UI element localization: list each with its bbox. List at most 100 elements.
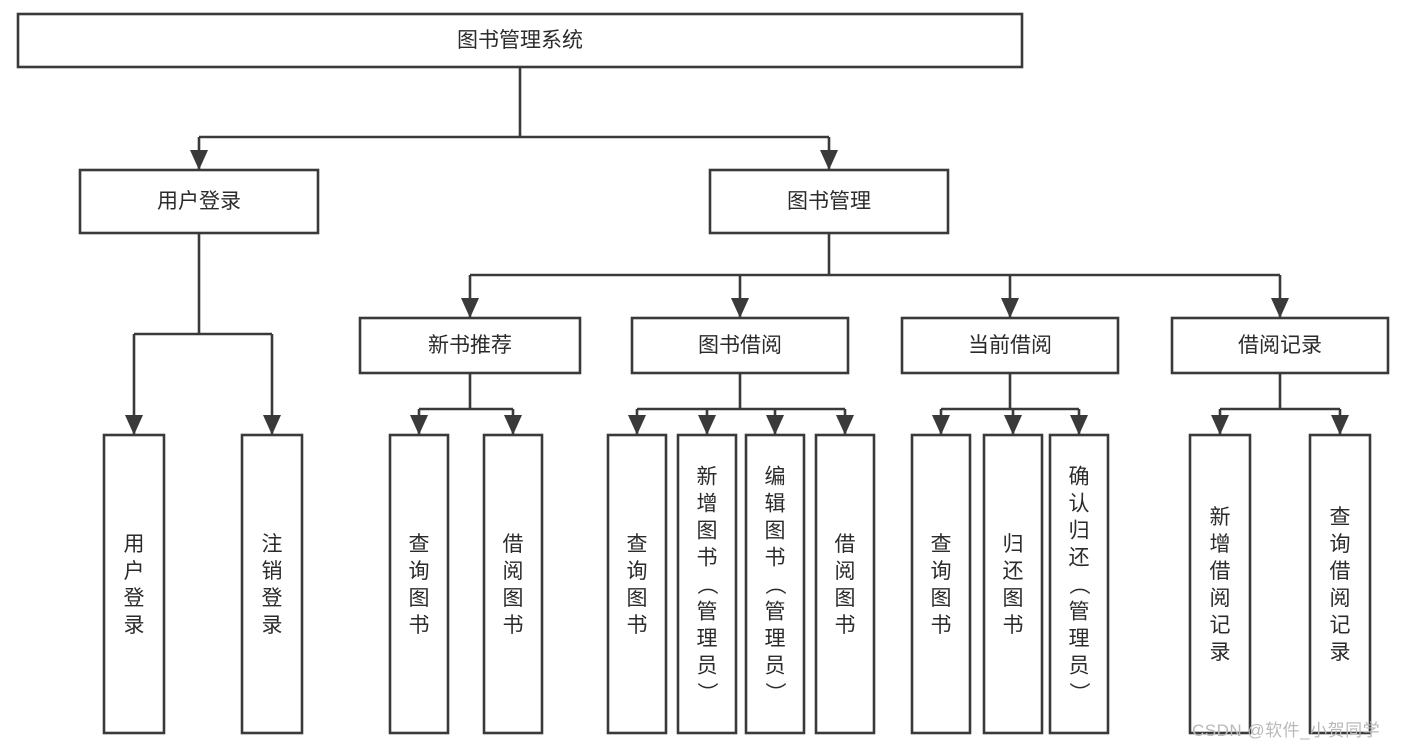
node-leaf-5-label-char: （ <box>695 574 718 595</box>
node-level3-2[interactable]: 当前借阅 <box>900 316 1120 375</box>
node-leaf-4-rect[interactable] <box>606 433 668 735</box>
node-level3-3[interactable]: 借阅记录 <box>1170 316 1390 375</box>
node-level3-2-rect[interactable] <box>900 316 1120 375</box>
node-leaf-6-label-char: ） <box>763 682 786 703</box>
node-leaf-7-rect[interactable] <box>814 433 876 735</box>
node-leaf-7-label-char: 阅 <box>835 560 856 583</box>
node-leaf-2-label-char: 询 <box>409 560 430 583</box>
arrow-head-icon <box>698 415 716 435</box>
node-leaf-4-label-char: 询 <box>627 560 648 583</box>
node-leaf-0[interactable]: 用户登录 <box>102 433 166 735</box>
connector-layer <box>125 67 1349 435</box>
node-leaf-3-rect[interactable] <box>482 433 544 735</box>
node-leaf-10-label-char: 归 <box>1069 520 1090 543</box>
node-leaf-9-rect[interactable] <box>982 433 1044 735</box>
node-leaf-1-label-char: 销 <box>262 560 283 583</box>
node-level3-1-label: 图书借阅 <box>698 334 782 357</box>
node-leaf-12-label-char: 借 <box>1330 560 1351 583</box>
node-leaf-6-label-char: 员 <box>765 655 786 678</box>
node-leaf-1-label-char: 注 <box>262 533 283 556</box>
node-leaf-8-label-char: 查 <box>931 533 952 556</box>
node-leaf-12-label-char: 录 <box>1330 641 1351 664</box>
arrow-head-icon <box>836 415 854 435</box>
node-leaf-2-label-char: 查 <box>409 533 430 556</box>
node-level2-1-rect[interactable] <box>708 168 950 235</box>
node-leaf-11-label-char: 阅 <box>1210 587 1231 610</box>
node-leaf-11-rect[interactable] <box>1188 433 1252 735</box>
node-leaf-2-label-char: 图 <box>409 587 430 610</box>
node-leaf-10-rect[interactable] <box>1048 433 1110 735</box>
arrow-head-icon <box>820 150 838 170</box>
arrow-head-icon <box>190 150 208 170</box>
node-leaf-0-label-char: 录 <box>124 614 145 637</box>
node-level2-1[interactable]: 图书管理 <box>708 168 950 235</box>
node-level2-0-rect[interactable] <box>78 168 320 235</box>
node-leaf-7-label-char: 借 <box>835 533 856 556</box>
node-leaf-10-label-char: （ <box>1067 574 1090 595</box>
node-leaf-6-label-char: 辑 <box>765 493 786 516</box>
node-leaf-7-label-char: 图 <box>835 587 856 610</box>
node-level2-0[interactable]: 用户登录 <box>78 168 320 235</box>
arrow-head-icon <box>1271 298 1289 318</box>
node-leaf-11-label-char: 新 <box>1210 506 1231 529</box>
node-leaf-9-label-char: 归 <box>1003 533 1024 556</box>
node-leaf-5-label-char: 新 <box>697 466 718 489</box>
node-leaf-12-label-char: 查 <box>1330 506 1351 529</box>
node-leaf-5-label-char: 理 <box>697 628 718 651</box>
node-leaf-2-rect[interactable] <box>388 433 450 735</box>
node-leaf-5-label-char: ） <box>695 682 718 703</box>
node-leaf-9-label-char: 图 <box>1003 587 1024 610</box>
node-leaf-3-label-char: 图 <box>503 587 524 610</box>
node-leaf-1-rect[interactable] <box>240 433 304 735</box>
node-leaf-6-label-char: 管 <box>765 601 786 624</box>
node-leaf-9-label-char: 书 <box>1003 614 1024 637</box>
node-level3-0-rect[interactable] <box>358 316 582 375</box>
node-leaf-3-label-char: 阅 <box>503 560 524 583</box>
node-leaf-11-label-char: 录 <box>1210 641 1231 664</box>
node-leaf-6-rect[interactable] <box>744 433 806 735</box>
node-leaf-10-label-char: 员 <box>1069 655 1090 678</box>
node-level3-0[interactable]: 新书推荐 <box>358 316 582 375</box>
node-leaf-0-rect[interactable] <box>102 433 166 735</box>
arrow-head-icon <box>1001 298 1019 318</box>
node-level3-1-rect[interactable] <box>630 316 850 375</box>
node-root-label: 图书管理系统 <box>457 29 583 52</box>
node-root-rect[interactable] <box>16 12 1024 69</box>
node-leaf-0-label-char: 户 <box>124 560 145 583</box>
node-leaf-4-label-char: 查 <box>627 533 648 556</box>
node-root[interactable]: 图书管理系统 <box>16 12 1024 69</box>
node-leaf-5-rect[interactable] <box>676 433 738 735</box>
node-leaf-12-label-char: 记 <box>1330 614 1351 637</box>
node-level3-1[interactable]: 图书借阅 <box>630 316 850 375</box>
node-leaf-6-label-char: （ <box>763 574 786 595</box>
node-leaf-8-rect[interactable] <box>910 433 972 735</box>
node-leaf-10-label-char: ） <box>1067 682 1090 703</box>
node-leaf-11-label-char: 借 <box>1210 560 1231 583</box>
node-leaf-8-label-char: 书 <box>931 614 952 637</box>
node-level2-1-label: 图书管理 <box>787 190 871 213</box>
node-leaf-12-rect[interactable] <box>1308 433 1372 735</box>
node-level3-3-rect[interactable] <box>1170 316 1390 375</box>
node-leaf-4-label-char: 图 <box>627 587 648 610</box>
arrow-head-icon <box>932 415 950 435</box>
node-leaf-11-label-char: 记 <box>1210 614 1231 637</box>
arrow-head-icon <box>1211 415 1229 435</box>
node-leaf-3-label-char: 书 <box>503 614 524 637</box>
node-leaf-5-label-char: 图 <box>697 520 718 543</box>
node-leaf-12-label-char: 阅 <box>1330 587 1351 610</box>
node-leaf-5-label-char: 管 <box>697 601 718 624</box>
node-leaf-5-label-char: 书 <box>697 547 718 570</box>
node-leaf-8-label-char: 询 <box>931 560 952 583</box>
